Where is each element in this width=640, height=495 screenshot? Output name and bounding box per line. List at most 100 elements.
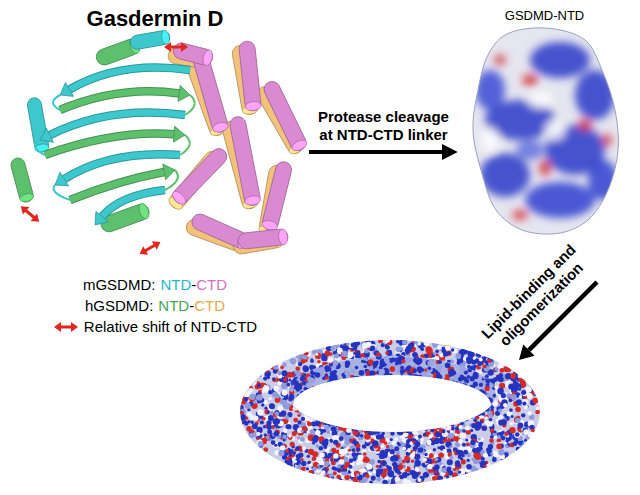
- surface-dot: [380, 444, 384, 448]
- surface-dot: [462, 443, 466, 447]
- surface-dot: [287, 463, 293, 469]
- surface-dot: [394, 446, 399, 451]
- surface-dot: [282, 435, 287, 440]
- charge-patch: [516, 140, 544, 160]
- surface-dot: [483, 464, 487, 468]
- surface-dot: [339, 459, 344, 464]
- helix-cap: [244, 195, 261, 207]
- surface-dot: [498, 439, 501, 442]
- helix-body: [229, 115, 262, 206]
- surface-dot: [356, 447, 360, 451]
- surface-dot: [288, 435, 293, 440]
- surface-dot: [369, 363, 372, 366]
- surface-outline: [473, 28, 618, 234]
- surface-dot: [304, 351, 309, 356]
- surface-dot: [295, 446, 300, 451]
- surface-dot: [433, 431, 440, 438]
- surface-dot: [390, 438, 393, 441]
- surface-dot: [497, 435, 501, 439]
- shift-arrow: [137, 238, 163, 259]
- surface-dot: [423, 434, 426, 437]
- surface-dot: [327, 447, 330, 450]
- surface-dot: [337, 468, 341, 472]
- surface-dot: [369, 480, 373, 484]
- surface-dot: [513, 382, 519, 388]
- surface-dot: [292, 431, 297, 436]
- shift-arrow-head: [137, 246, 148, 258]
- surface-dot: [435, 364, 439, 368]
- helix-cylinder: [237, 228, 288, 249]
- surface-dot: [509, 408, 513, 412]
- surface-dot: [344, 370, 349, 375]
- surface-dot: [424, 453, 428, 457]
- surface-dot: [373, 363, 377, 367]
- surface-dot: [438, 476, 443, 481]
- shift-arrow-head: [18, 202, 30, 214]
- surface-dot: [434, 464, 440, 470]
- surface-dot: [470, 440, 475, 445]
- surface-dot: [439, 462, 442, 465]
- surface-dot: [438, 453, 444, 459]
- surface-dot: [333, 471, 337, 475]
- strand-head: [60, 83, 74, 97]
- shift-arrow-shaft: [144, 245, 156, 252]
- surface-dot: [465, 438, 468, 441]
- surface-dot: [363, 452, 367, 456]
- surface-dot: [312, 456, 317, 461]
- strand-head: [55, 172, 69, 185]
- surface-dot: [353, 430, 359, 436]
- shift-arrow: [164, 42, 188, 52]
- charge-patch: [475, 70, 505, 110]
- surface-dot: [349, 465, 353, 469]
- shift-arrow-head: [152, 238, 163, 250]
- surface-dot: [268, 390, 272, 394]
- surface-dot: [369, 366, 373, 370]
- surface-dot: [431, 429, 435, 433]
- loop: [53, 185, 70, 200]
- surface-dot: [333, 360, 339, 366]
- surface-dot: [462, 348, 468, 354]
- surface-dot: [462, 429, 466, 433]
- surface-dot: [415, 454, 420, 459]
- surface-dot: [504, 432, 508, 436]
- surface-dot: [341, 476, 344, 479]
- surface-dot: [402, 340, 407, 345]
- art-part: [238, 338, 540, 486]
- surface-dot: [373, 470, 376, 473]
- surface-dot: [397, 442, 400, 445]
- surface-dot: [477, 437, 482, 442]
- surface-dot: [250, 421, 253, 424]
- surface-dot: [507, 413, 511, 417]
- surface-dot: [515, 407, 521, 413]
- surface-dot: [316, 444, 320, 448]
- beta-strand: [70, 67, 190, 89]
- surface-dot: [485, 415, 489, 419]
- helix-cylinder: [9, 156, 34, 203]
- surface-dot: [493, 368, 498, 373]
- art-part: [475, 42, 618, 220]
- surface-dot: [281, 383, 287, 389]
- surface-dot: [297, 436, 300, 439]
- surface-dot: [459, 469, 465, 475]
- surface-dot: [429, 453, 434, 458]
- surface-dot: [294, 459, 300, 465]
- surface-dot: [287, 424, 292, 429]
- helix-body: [261, 160, 293, 232]
- surface-dot: [483, 365, 489, 371]
- surface-dot: [487, 356, 493, 362]
- surface-dot: [283, 378, 287, 382]
- helix-cap: [211, 121, 229, 134]
- surface-dot: [283, 439, 286, 442]
- ntd-surface: [473, 28, 618, 234]
- surface-dot: [343, 445, 346, 448]
- helix-cylinder: [229, 115, 262, 206]
- surface-dot: [283, 428, 287, 432]
- surface-dot: [252, 423, 258, 429]
- surface-dot: [324, 425, 329, 430]
- surface-dot: [355, 366, 359, 370]
- strand-head: [40, 128, 53, 142]
- surface-dot: [483, 365, 487, 369]
- surface-dot: [446, 475, 449, 478]
- surface-dot: [308, 470, 314, 476]
